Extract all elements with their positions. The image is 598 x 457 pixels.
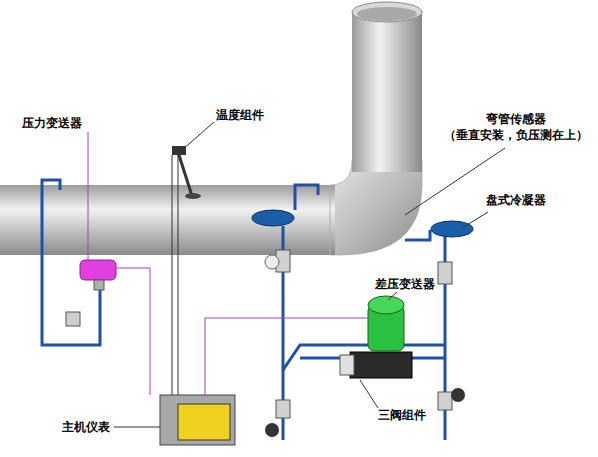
pipe-joint	[330, 185, 331, 255]
disc-condenser	[252, 210, 294, 226]
leader-line	[182, 122, 214, 150]
leader-line	[88, 132, 89, 260]
host-display	[178, 404, 230, 440]
drain-valve	[438, 392, 452, 410]
valve	[66, 312, 80, 326]
signal-wire	[178, 155, 179, 395]
vertical-pipe	[352, 12, 422, 172]
probe-head	[172, 146, 186, 155]
host-instrument	[160, 395, 235, 445]
temperature-probe	[178, 152, 192, 196]
signal-wire	[205, 318, 368, 395]
callout-label: 压力变送器	[22, 116, 82, 130]
callout-label: 主机仪表	[62, 420, 110, 434]
pipe-inside	[357, 7, 417, 21]
leader-line	[114, 427, 160, 428]
pressure-transmitter	[80, 260, 116, 280]
dp-transmitter-head	[368, 296, 404, 314]
callout-label: 三阀组件	[378, 408, 426, 422]
callout-label: 温度组件	[216, 108, 264, 122]
valve	[438, 262, 452, 284]
signal-wire	[172, 155, 173, 395]
pipe-opening	[352, 2, 422, 22]
leader-line	[462, 212, 488, 228]
probe-boss	[185, 193, 201, 199]
disc-condenser	[431, 221, 473, 237]
leader-line	[360, 380, 378, 408]
drain-valve	[276, 400, 290, 418]
impulse-tube	[405, 230, 430, 240]
leader-line	[388, 292, 397, 300]
callout-label: 弯管传感器	[486, 112, 546, 126]
transmitter-fitting	[94, 280, 104, 290]
horizontal-pipe	[0, 185, 335, 255]
impulse-tube	[295, 185, 318, 210]
callout-label: 差压变送器	[375, 277, 435, 291]
valve-handle	[265, 255, 279, 269]
manifold-valve	[340, 355, 354, 375]
signal-wire	[116, 268, 150, 395]
valve-handle	[451, 388, 465, 402]
callout-label: 盘式冷凝器	[486, 193, 546, 207]
three-valve-manifold	[350, 352, 412, 378]
callout-label: （垂直安装，负压测在上）	[444, 128, 588, 142]
valve-handle	[265, 423, 279, 437]
